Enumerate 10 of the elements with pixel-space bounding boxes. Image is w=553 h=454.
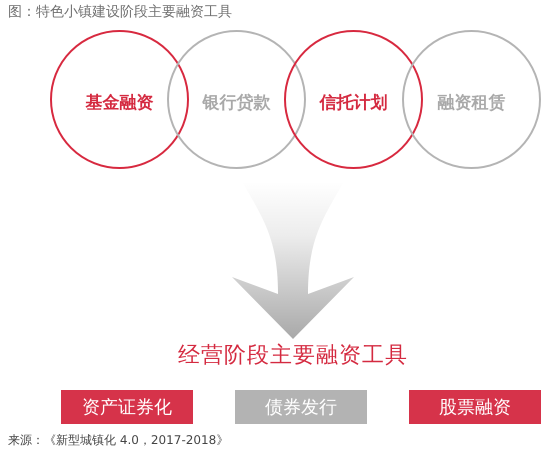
circle-node: 银行贷款	[167, 30, 306, 169]
label-box: 资产证券化	[61, 390, 193, 424]
circle-node: 基金融资	[50, 30, 189, 169]
circle-node: 信托计划	[284, 30, 423, 169]
label-box: 债券发行	[235, 390, 367, 424]
circle-node: 融资租赁	[402, 30, 541, 169]
label-box: 股票融资	[409, 390, 541, 424]
source-note: 来源：《新型城镇化 4.0，2017-2018》	[8, 432, 228, 449]
title: 图：特色小镇建设阶段主要融资工具	[8, 3, 232, 21]
heading: 经营阶段主要融资工具	[150, 339, 436, 371]
